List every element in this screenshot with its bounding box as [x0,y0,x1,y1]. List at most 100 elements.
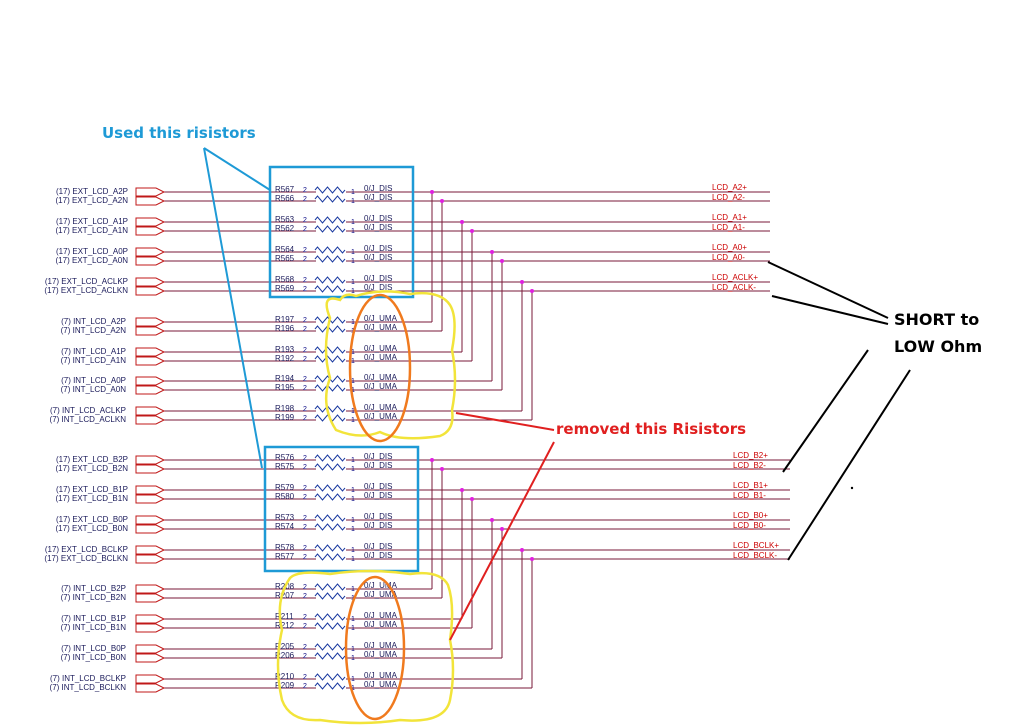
resistor-symbol [314,355,346,363]
short-annotation-line1: SHORT to [894,310,980,329]
pin-label: 2 [303,644,307,651]
input-port [135,644,166,654]
output-net-label: LCD_B0- [733,521,766,530]
ref-label: R575 [275,462,295,471]
pin-label: 2 [303,593,307,600]
value-label: 0/J_UMA [364,641,398,650]
resistor-symbol [314,613,346,621]
ref-label: R573 [275,513,295,522]
resistor-symbol [314,276,346,284]
value-label: 0/J_UMA [364,611,398,620]
ref-label: R205 [275,642,295,651]
input-port [135,584,166,594]
orange-highlight [344,575,406,721]
ref-label: R564 [275,245,295,254]
value-label: 0/J_DIS [364,283,392,292]
value-label: 0/J_UMA [364,344,398,353]
input-net-label: (17) EXT_LCD_ACLKN [44,286,128,295]
output-net-label: LCD_A2+ [712,183,747,192]
removed-resistors-annotation: removed this Risistors [556,420,747,438]
value-label: 0/J_DIS [364,461,392,470]
output-net-label: LCD_A1+ [712,213,747,222]
pin-label: 1 [351,408,355,415]
junction-dot [520,280,524,284]
input-net-label: (17) EXT_LCD_B2N [56,464,129,473]
ref-label: R562 [275,224,295,233]
callout-arrow [203,147,271,469]
value-label: 0/J_DIS [364,452,392,461]
ref-label: R199 [275,413,295,422]
resistor-symbol [314,514,346,522]
input-net-label: (17) EXT_LCD_A2P [56,187,128,196]
pin-label: 2 [303,347,307,354]
pin-label: 2 [303,385,307,392]
pin-label: 1 [351,466,355,473]
output-net-label: LCD_B2- [733,461,766,470]
input-port [135,653,166,663]
pin-label: 2 [303,545,307,552]
value-label: 0/J_DIS [364,521,392,530]
pin-label: 2 [303,674,307,681]
resistor-symbol [314,384,346,392]
ref-label: R195 [275,383,295,392]
input-port [135,545,166,555]
input-port [135,256,166,266]
pin-label: 1 [351,189,355,196]
junction-dot [530,289,534,293]
junction-dot [500,259,504,263]
value-label: 0/J_DIS [364,214,392,223]
input-port [135,406,166,416]
pin-label: 2 [303,494,307,501]
pin-label: 1 [351,288,355,295]
ref-label: R574 [275,522,295,531]
pin-label: 1 [351,547,355,554]
value-label: 0/J_UMA [364,314,398,323]
input-port [135,683,166,693]
pin-label: 2 [303,317,307,324]
callout-arrow [767,261,911,561]
junction-dot [520,548,524,552]
input-net-label: (7) INT_LCD_B0P [61,644,126,653]
junction-dot [470,229,474,233]
pin-label: 1 [351,219,355,226]
value-label: 0/J_DIS [364,491,392,500]
pin-label: 2 [303,256,307,263]
pin-label: 2 [303,277,307,284]
pin-label: 1 [351,249,355,256]
ref-label: R194 [275,374,295,383]
output-net-label: LCD_A0+ [712,243,747,252]
value-label: 0/J_UMA [364,650,398,659]
input-port [135,464,166,474]
resistor-symbol [314,285,346,293]
value-label: 0/J_UMA [364,680,398,689]
resistor-symbol [314,255,346,263]
pin-label: 2 [303,485,307,492]
pin-label: 1 [351,228,355,235]
junction-dot [440,467,444,471]
input-net-label: (7) INT_LCD_A1P [61,347,126,356]
output-net-label: LCD_B2+ [733,451,768,460]
ref-label: R576 [275,453,295,462]
input-net-label: (7) INT_LCD_B2N [61,593,127,602]
ref-label: R577 [275,552,295,561]
ref-label: R211 [275,612,294,621]
ref-label: R569 [275,284,295,293]
pin-label: 1 [351,457,355,464]
input-port [135,554,166,564]
pin-label: 2 [303,376,307,383]
resistor-symbol [314,216,346,224]
pin-label: 2 [303,623,307,630]
output-net-label: LCD_A0- [712,253,745,262]
input-net-label: (17) EXT_LCD_A1N [56,226,129,235]
value-label: 0/J_UMA [364,581,398,590]
value-label: 0/J_DIS [364,184,392,193]
pin-label: 1 [351,496,355,503]
pin-label: 2 [303,356,307,363]
pin-label: 1 [351,358,355,365]
pin-label: 1 [351,655,355,662]
input-net-label: (7) INT_LCD_A1N [61,356,127,365]
pin-label: 2 [303,226,307,233]
input-port [135,415,166,425]
value-label: 0/J_UMA [364,590,398,599]
